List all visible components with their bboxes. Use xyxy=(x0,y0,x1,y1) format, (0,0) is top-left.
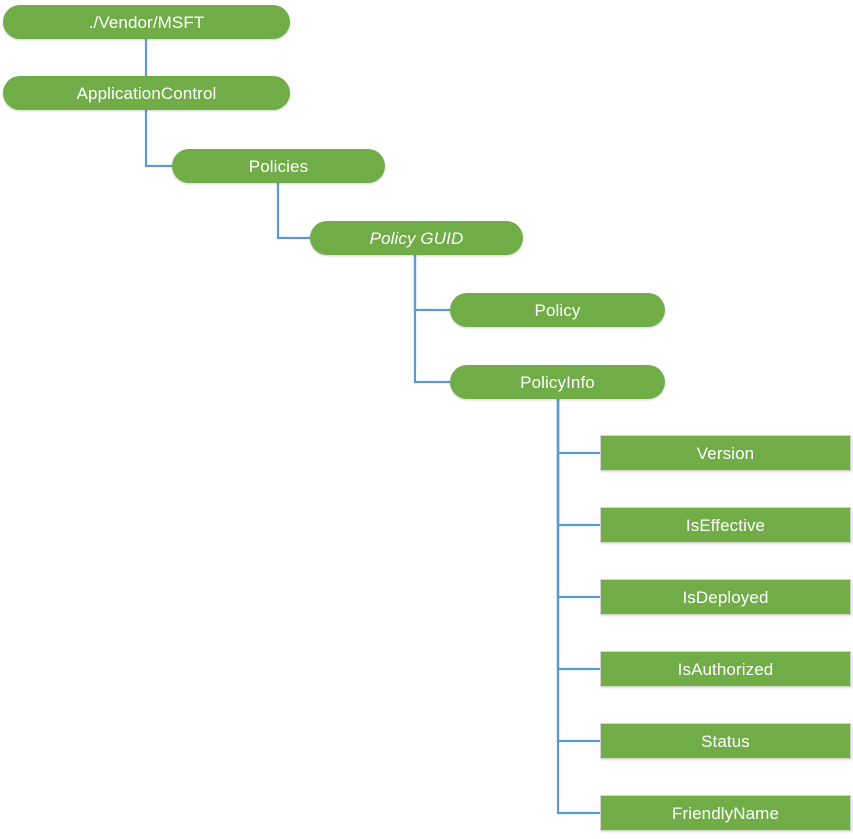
node-label-is-deployed: IsDeployed xyxy=(682,587,769,607)
connector-policyinfo-to-status xyxy=(556,399,600,743)
node-label-friendly-name: FriendlyName xyxy=(671,803,779,823)
connector-appcontrol-to-policies xyxy=(144,110,172,168)
node-vendor-msft[interactable]: ./Vendor/MSFT xyxy=(3,5,290,39)
node-label-status: Status xyxy=(701,731,750,751)
connector-policies-to-policyguid xyxy=(276,183,310,240)
node-label-policies: Policies xyxy=(248,156,309,176)
node-version[interactable]: Version xyxy=(600,435,851,471)
node-label-is-effective: IsEffective xyxy=(685,515,766,535)
connector-policyinfo-to-version xyxy=(556,399,600,455)
connector-policyinfo-to-iseffective xyxy=(556,399,600,527)
node-label-application-control: ApplicationControl xyxy=(76,83,217,103)
node-application-control[interactable]: ApplicationControl xyxy=(3,76,290,110)
connector-policyinfo-to-friendlyname xyxy=(556,399,600,815)
node-label-is-authorized: IsAuthorized xyxy=(677,659,774,679)
node-label-vendor-msft: ./Vendor/MSFT xyxy=(88,12,205,32)
node-policies[interactable]: Policies xyxy=(172,149,385,183)
connector-policyinfo-to-isdeployed xyxy=(556,399,600,599)
connector-policyguid-to-policy xyxy=(413,255,450,312)
node-policy-guid[interactable]: Policy GUID xyxy=(310,221,523,255)
node-policy-info[interactable]: PolicyInfo xyxy=(450,365,665,399)
node-label-policy: Policy xyxy=(534,300,581,320)
node-label-policy-guid: Policy GUID xyxy=(369,228,464,248)
node-friendly-name[interactable]: FriendlyName xyxy=(600,795,851,831)
node-label-version: Version xyxy=(696,443,755,463)
node-is-deployed[interactable]: IsDeployed xyxy=(600,579,851,615)
node-status[interactable]: Status xyxy=(600,723,851,759)
node-label-policy-info: PolicyInfo xyxy=(520,372,595,392)
connector-policyinfo-to-isauthorized xyxy=(556,399,600,671)
node-policy[interactable]: Policy xyxy=(450,293,665,327)
node-is-effective[interactable]: IsEffective xyxy=(600,507,851,543)
node-is-authorized[interactable]: IsAuthorized xyxy=(600,651,851,687)
connector-policyguid-to-policyinfo xyxy=(413,255,450,384)
